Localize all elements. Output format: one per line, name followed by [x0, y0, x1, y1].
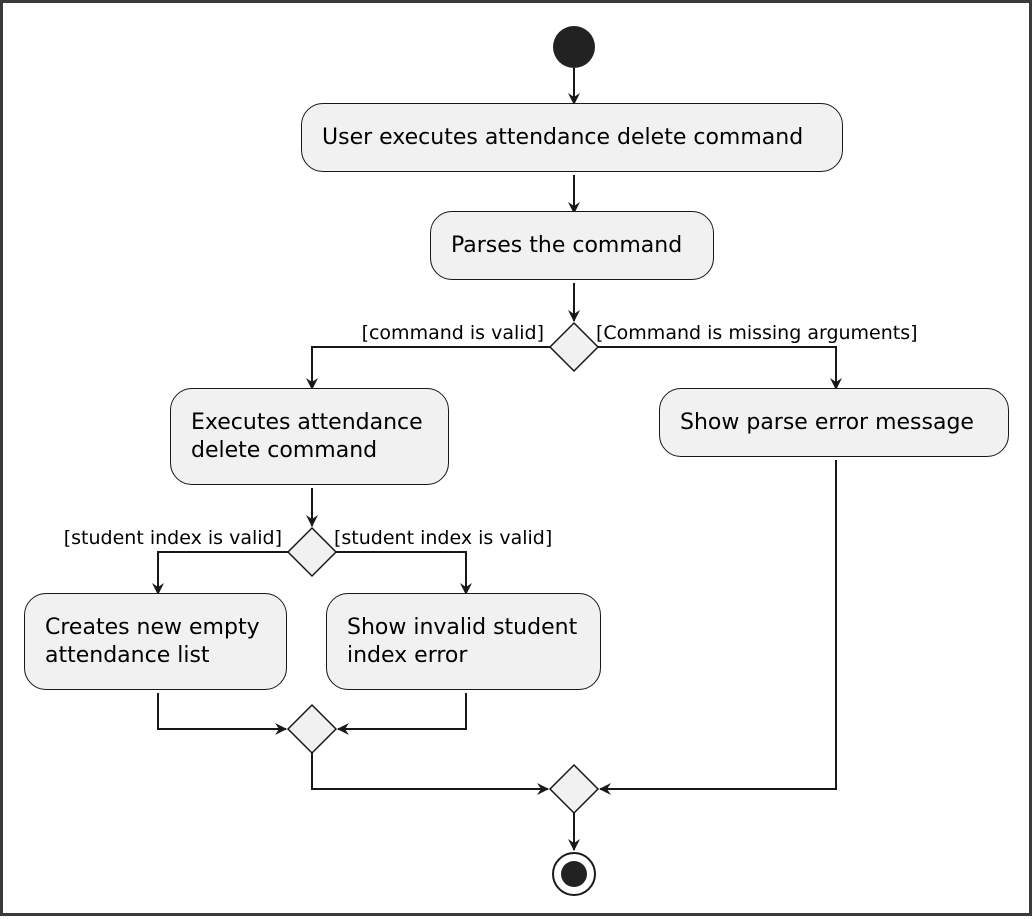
- activity-show-invalid-index: Show invalid student index error: [326, 593, 601, 690]
- activity-show-parse-error: Show parse error message: [659, 388, 1009, 457]
- activity-executes-delete: Executes attendance delete command: [170, 388, 449, 485]
- merge-final: [548, 763, 600, 815]
- flow-decision-to-invalid-index: [336, 551, 472, 595]
- flow-creates-list-to-merge: [157, 693, 287, 735]
- activity-parses-command: Parses the command: [430, 211, 714, 280]
- decision-student-index: [286, 526, 338, 578]
- flow-invalid-index-to-merge: [337, 693, 467, 735]
- activity-executes-delete-label: Executes attendance delete command: [191, 409, 423, 463]
- merge-student-index: [286, 703, 338, 755]
- flow-decision-to-executes-delete: [306, 346, 550, 390]
- start-node: [553, 26, 595, 68]
- activity-user-executes-label: User executes attendance delete command: [322, 124, 804, 150]
- activity-show-invalid-index-label: Show invalid student index error: [347, 614, 578, 668]
- flow-decision-to-creates-list: [152, 551, 288, 595]
- decision-command-validity: [548, 321, 600, 373]
- flow-parse-error-to-final-merge: [599, 460, 837, 795]
- activity-parses-command-label: Parses the command: [451, 232, 683, 258]
- guard-missing-arguments: [Command is missing arguments]: [596, 322, 918, 344]
- flow-decision-to-parse-error: [598, 346, 842, 390]
- activity-user-executes: User executes attendance delete command: [301, 103, 843, 172]
- guard-student-index-valid-right: [student index is valid]: [334, 527, 553, 549]
- activity-creates-list-label: Creates new empty attendance list: [45, 614, 260, 668]
- diagram-connectors: [152, 26, 842, 896]
- guard-student-index-valid-left: [student index is valid]: [63, 527, 282, 549]
- activity-creates-list: Creates new empty attendance list: [24, 593, 287, 690]
- activity-show-parse-error-label: Show parse error message: [680, 409, 974, 435]
- guard-command-valid: [command is valid]: [361, 322, 544, 344]
- flow-merge-to-final-merge: [311, 753, 549, 795]
- end-node-dot: [561, 861, 587, 887]
